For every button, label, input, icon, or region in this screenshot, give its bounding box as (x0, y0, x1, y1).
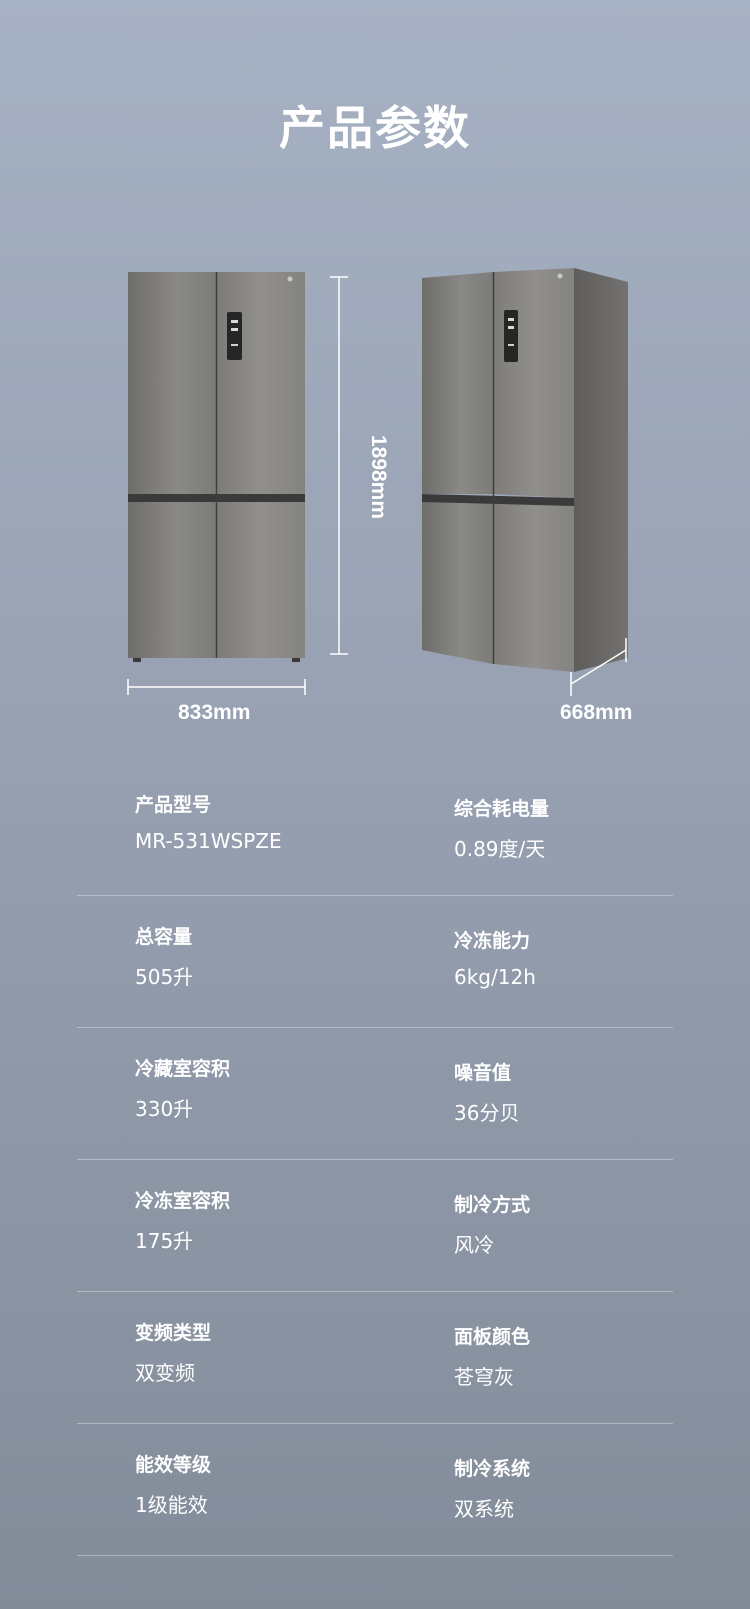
spec-name: 冷藏室容积 (135, 1058, 231, 1080)
product-illustration (127, 268, 628, 696)
fridge-front-view (128, 272, 305, 662)
brand-logo-icon (287, 276, 293, 282)
spec-row: 能效等级 1级能效 制冷系统 双系统 (77, 1424, 673, 1556)
fridge-perspective-view (422, 268, 628, 672)
spec-value: 36分贝 (454, 1101, 520, 1125)
spec-row: 冷冻室容积 175升 制冷方式 风冷 (77, 1160, 673, 1292)
width-label: 833mm (178, 701, 251, 724)
spec-name: 面板颜色 (454, 1326, 531, 1348)
spec-value: 1级能效 (135, 1493, 208, 1517)
spec-name: 产品型号 (135, 794, 212, 816)
spec-item: 制冷方式 风冷 (454, 1190, 530, 1258)
spec-value: 330升 (135, 1097, 194, 1121)
spec-item: 变频类型 双变频 (135, 1318, 211, 1386)
depth-dimension-line (570, 638, 627, 696)
spec-name: 变频类型 (135, 1322, 212, 1344)
spec-item: 冷藏室容积 330升 (135, 1054, 230, 1122)
spec-name: 冷冻能力 (454, 930, 531, 952)
spec-value: 双系统 (454, 1497, 514, 1521)
width-dimension-line (127, 679, 306, 695)
spec-item: 制冷系统 双系统 (454, 1454, 530, 1522)
spec-item: 面板颜色 苍穹灰 (454, 1322, 530, 1390)
spec-row: 冷藏室容积 330升 噪音值 36分贝 (77, 1028, 673, 1160)
control-panel (504, 310, 518, 362)
spec-value: 175升 (135, 1229, 194, 1253)
depth-label: 668mm (560, 701, 633, 724)
spec-item: 冷冻室容积 175升 (135, 1186, 230, 1254)
spec-table: 产品型号 MR-531WSPZE 综合耗电量 0.89度/天 总容量 505升 … (0, 764, 750, 1556)
spec-value: MR-531WSPZE (135, 829, 282, 853)
spec-value: 双变频 (135, 1361, 195, 1385)
height-label: 1898mm (367, 434, 390, 520)
spec-value: 风冷 (454, 1233, 494, 1257)
control-panel (227, 312, 242, 360)
spec-value: 6kg/12h (454, 965, 536, 989)
spec-value: 苍穹灰 (454, 1365, 514, 1389)
spec-item: 噪音值 36分贝 (454, 1058, 519, 1126)
spec-item: 产品型号 MR-531WSPZE (135, 790, 282, 853)
spec-row: 产品型号 MR-531WSPZE 综合耗电量 0.89度/天 (77, 764, 673, 896)
height-dimension-line (330, 276, 348, 655)
spec-item: 能效等级 1级能效 (135, 1450, 211, 1518)
spec-name: 制冷系统 (454, 1458, 531, 1480)
spec-name: 制冷方式 (454, 1194, 531, 1216)
spec-name: 能效等级 (135, 1454, 212, 1476)
brand-logo-icon (557, 273, 563, 279)
spec-value: 505升 (135, 965, 194, 989)
spec-name: 总容量 (135, 926, 193, 948)
spec-item: 冷冻能力 6kg/12h (454, 926, 536, 989)
spec-name: 噪音值 (454, 1062, 512, 1084)
spec-item: 综合耗电量 0.89度/天 (454, 794, 549, 862)
spec-name: 综合耗电量 (454, 798, 550, 820)
spec-item: 总容量 505升 (135, 922, 193, 990)
spec-row: 总容量 505升 冷冻能力 6kg/12h (77, 896, 673, 1028)
spec-name: 冷冻室容积 (135, 1190, 231, 1212)
spec-value: 0.89度/天 (454, 837, 546, 861)
spec-row: 变频类型 双变频 面板颜色 苍穹灰 (77, 1292, 673, 1424)
page-title: 产品参数 (279, 101, 471, 155)
